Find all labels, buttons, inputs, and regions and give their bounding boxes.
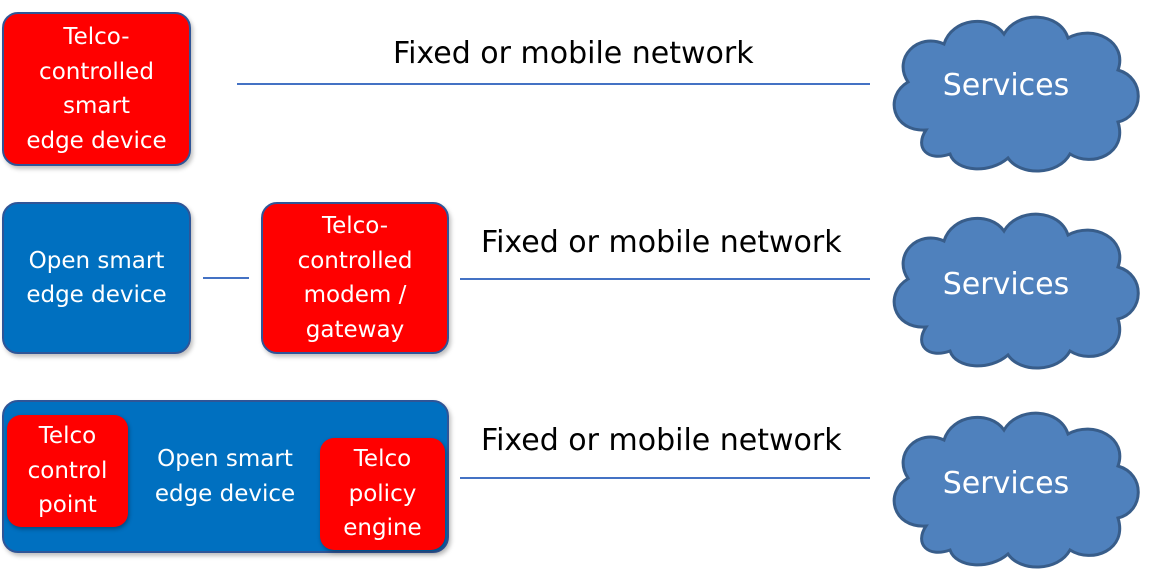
device-label: Open smart edge device — [26, 247, 167, 309]
services-cloud-icon — [892, 15, 1140, 173]
services-cloud-icon — [892, 411, 1140, 569]
services-cloud-icon — [892, 212, 1140, 370]
network-label-row1: Fixed or mobile network — [393, 36, 754, 71]
services-label-row2: Services — [942, 267, 1070, 302]
control-point-label: Telco control point — [27, 423, 108, 519]
network-connector-row1 — [237, 83, 870, 85]
policy-engine-label: Telco policy engine — [343, 446, 422, 542]
device-to-gateway-connector — [203, 277, 249, 279]
services-label-row1: Services — [942, 68, 1070, 103]
telco-controlled-modem-gateway: Telco- controlled modem / gateway — [261, 202, 449, 354]
network-connector-row2 — [460, 278, 870, 280]
network-label-row2: Fixed or mobile network — [481, 225, 842, 260]
services-label-row3: Services — [942, 466, 1070, 501]
telco-control-point: Telco control point — [7, 415, 128, 527]
telco-controlled-smart-edge-device: Telco- controlled smart edge device — [2, 12, 191, 166]
telco-policy-engine: Telco policy engine — [320, 438, 445, 550]
network-connector-row3 — [460, 477, 870, 479]
open-smart-edge-device: Open smart edge device — [2, 202, 191, 354]
device-label: Telco- controlled smart edge device — [26, 24, 167, 154]
network-label-row3: Fixed or mobile network — [481, 423, 842, 458]
gateway-label: Telco- controlled modem / gateway — [297, 213, 413, 343]
open-device-label: Open smart edge device — [154, 446, 296, 507]
